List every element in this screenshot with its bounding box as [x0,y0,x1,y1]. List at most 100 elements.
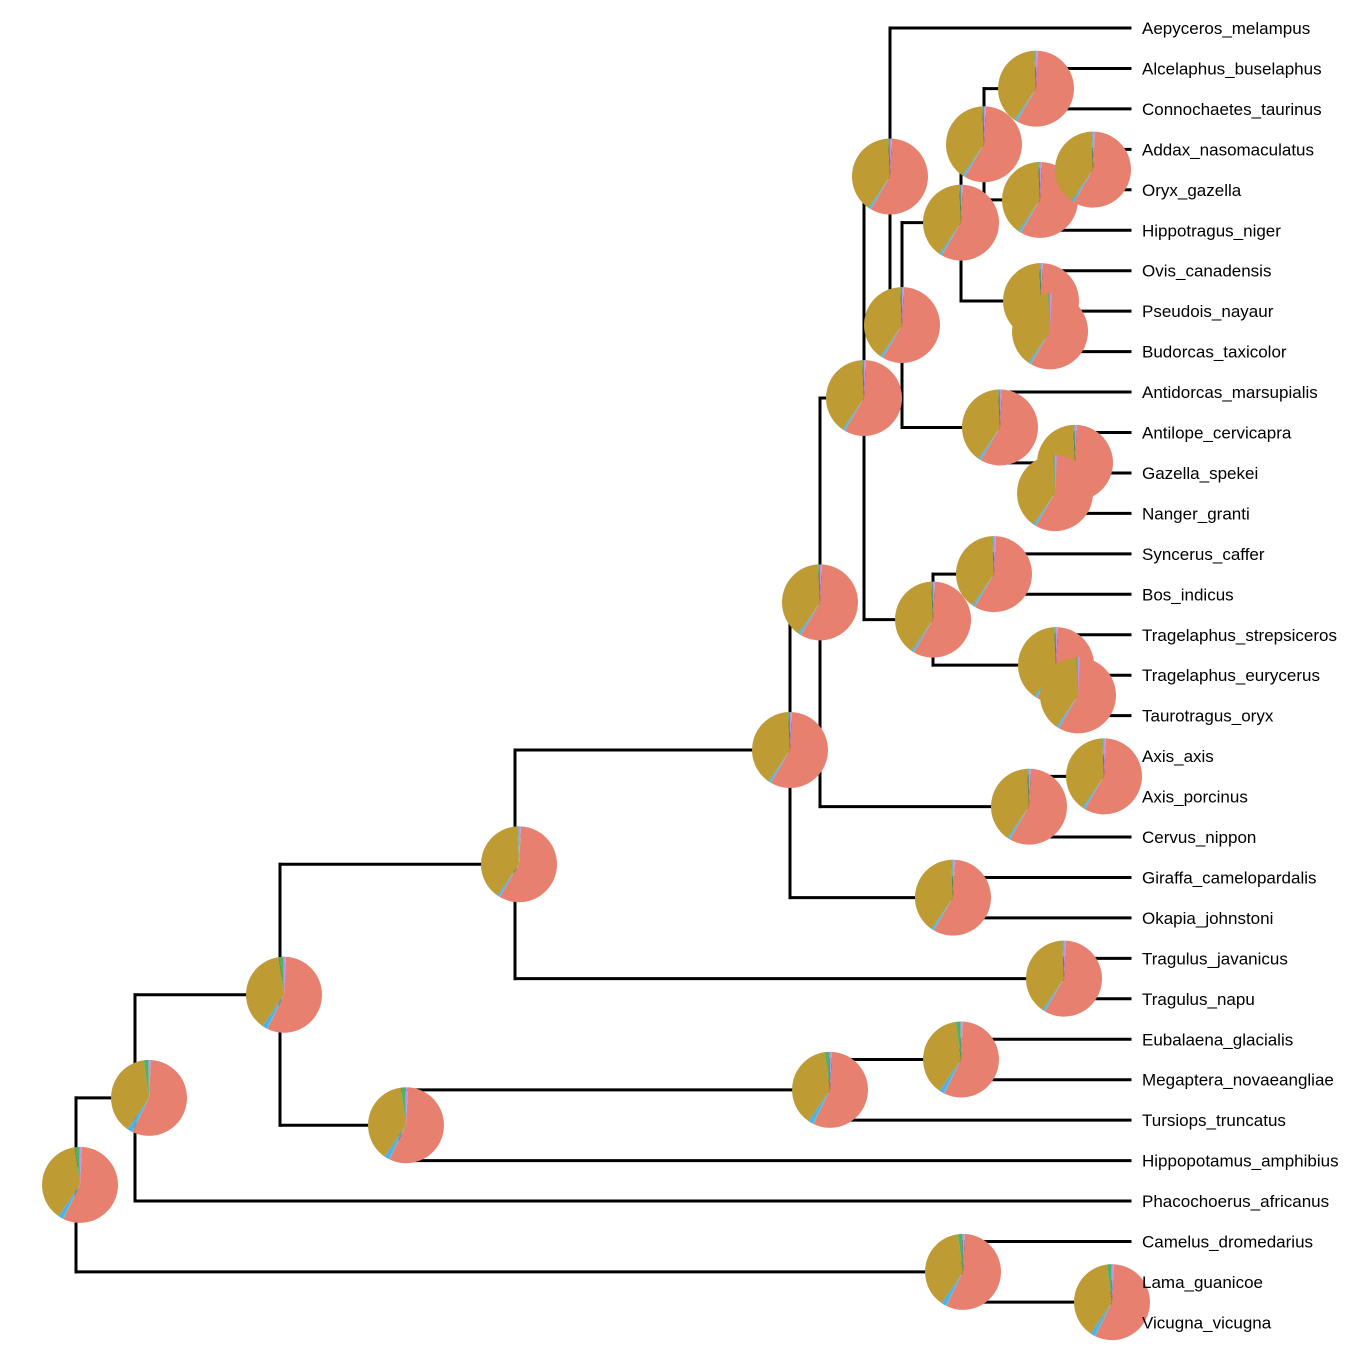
pie-slice-n9-0 [1035,455,1093,532]
pie-slice-n14-5 [1077,657,1080,696]
pie-slice-n9-5 [1054,455,1057,494]
pie-slice-n20-5 [1028,768,1031,807]
pie-slice-n25-5 [789,712,792,751]
pie-slice-n11-3 [962,389,1000,459]
pie-slice-n3-5 [1092,131,1095,170]
pie-slice-n31-4 [957,1233,963,1272]
pie-slice-n28-5 [405,1087,408,1126]
pie-slice-n28-0 [389,1087,444,1164]
pie-slice-n13-4 [900,287,902,326]
pie-slice-n16-0 [974,536,1033,613]
pie-slice-n18-2 [868,176,890,209]
pie-slice-n20-4 [1027,768,1029,807]
pie-slice-n24-3 [1026,940,1064,1010]
pie-slice-n29-1 [498,864,519,898]
tip-label: Phacochoerus_africanus [1142,1192,1329,1211]
pie-slice-n17-4 [931,581,933,620]
pie-slice-n8-4 [982,106,984,145]
tip-label: Connochaetes_taurinus [1142,100,1322,119]
pie-slice-n26-0 [944,1021,999,1098]
pie-slice-n18-0 [870,138,928,215]
pie-slice-n27-3 [792,1052,830,1122]
pie-slice-n31b-1 [1094,1302,1112,1337]
pie-slice-n12-5 [960,184,963,223]
pie-slice-n27-1 [812,1089,830,1125]
pie-slice-n13-3 [864,287,902,357]
pie-slice-n28-4 [400,1087,406,1126]
pie-slice-n32-5 [148,1059,151,1098]
pie-slice-n25-2 [768,750,790,783]
pie-slice-n19-2 [1082,776,1104,809]
pie-slice-n15-3 [1018,627,1056,697]
tip-label: Alcelaphus_buselaphus [1142,59,1322,78]
tip-label: Megaptera_novaeangliae [1142,1071,1334,1090]
pie-slice-n13-2 [880,325,902,358]
pie-slice-n23-0 [800,564,859,641]
pie-slice-n17-1 [912,619,933,653]
pie-slice-n19-3 [1066,738,1104,808]
pie-slice-n16-1 [973,574,994,607]
pie-slice-n33-5 [79,1146,82,1185]
pie-slice-n26-3 [922,1021,961,1091]
pie-slice-n29-2 [497,864,519,897]
pie-slice-n23-5 [819,564,822,603]
pie-slice-n11-5 [999,389,1002,428]
node-pie-charts [42,50,1151,1341]
tip-label: Hippopotamus_amphibius [1142,1152,1339,1171]
pie-slice-n26-1 [943,1059,961,1094]
pie-slice-n30-0 [267,956,323,1033]
pie-slice-n24-4 [1062,940,1064,979]
pie-slice-n33-0 [63,1146,118,1223]
pie-slice-n30-3 [246,957,284,1027]
tip-label: Taurotragus_oryx [1142,707,1274,726]
tip-label: Eubalaena_glacialis [1142,1030,1293,1049]
pie-slice-n13-0 [882,287,940,364]
tip-label: Tragelaphus_eurycerus [1142,666,1320,685]
pie-slice-n13-1 [881,325,902,358]
pie-slice-n6-0 [1030,293,1088,370]
tip-labels: Aepyceros_melampusAlcelaphus_buselaphusC… [1142,19,1339,1332]
tip-label: Axis_axis [1142,747,1214,766]
tip-label: Cervus_nippon [1142,828,1256,847]
pie-slice-n4-4 [1038,161,1040,200]
tip-label: Camelus_dromedarius [1142,1233,1313,1252]
pie-slice-n12-4 [959,184,961,223]
pie-slice-n9-2 [1033,493,1055,526]
pie-slice-n31b-3 [1074,1264,1112,1334]
pie-slice-n12-2 [939,222,961,255]
pie-slice-n21-3 [826,360,864,430]
tip-label: Pseudois_nayaur [1142,302,1274,321]
pie-slice-n6-5 [1049,293,1052,332]
tip-label: Tragelaphus_strepsiceros [1142,626,1337,645]
pie-slice-n31b-5 [1111,1264,1114,1303]
pie-slice-n18-1 [869,176,890,210]
pie-slice-n19-5 [1103,738,1106,777]
pie-slice-n11-1 [979,427,1000,461]
pie-slice-n6-2 [1028,331,1050,364]
pie-slice-n5-3 [998,50,1036,120]
pie-slice-n21-0 [844,360,903,437]
pie-slice-n21-5 [863,360,866,399]
pie-slice-n12-0 [941,184,999,261]
pie-slice-n31b-0 [1095,1264,1151,1341]
tip-label: Addax_nasomaculatus [1142,140,1314,159]
pie-slice-n17-2 [911,619,933,652]
tip-label: Giraffa_camelopardalis [1142,868,1317,887]
pie-slice-n21-1 [843,398,864,431]
pie-slice-n32-1 [131,1097,149,1133]
pie-slice-n24-5 [1063,940,1066,979]
pie-slice-n22-4 [951,859,953,898]
pie-slice-n21-2 [842,398,864,431]
pie-slice-n14-2 [1056,695,1078,728]
pie-slice-n13-5 [901,287,904,326]
pie-slice-n5-2 [1014,88,1036,121]
pie-slice-n31-2 [941,1271,963,1306]
pie-slice-n30-2 [262,994,284,1029]
tip-label: Tursiops_truncatus [1142,1111,1286,1130]
pie-slice-n21-4 [862,360,864,399]
pie-slice-n28-1 [388,1125,406,1160]
pie-slice-n27-0 [813,1051,868,1128]
tip-label: Tragulus_javanicus [1142,949,1288,968]
pie-slice-n20-3 [991,768,1029,838]
